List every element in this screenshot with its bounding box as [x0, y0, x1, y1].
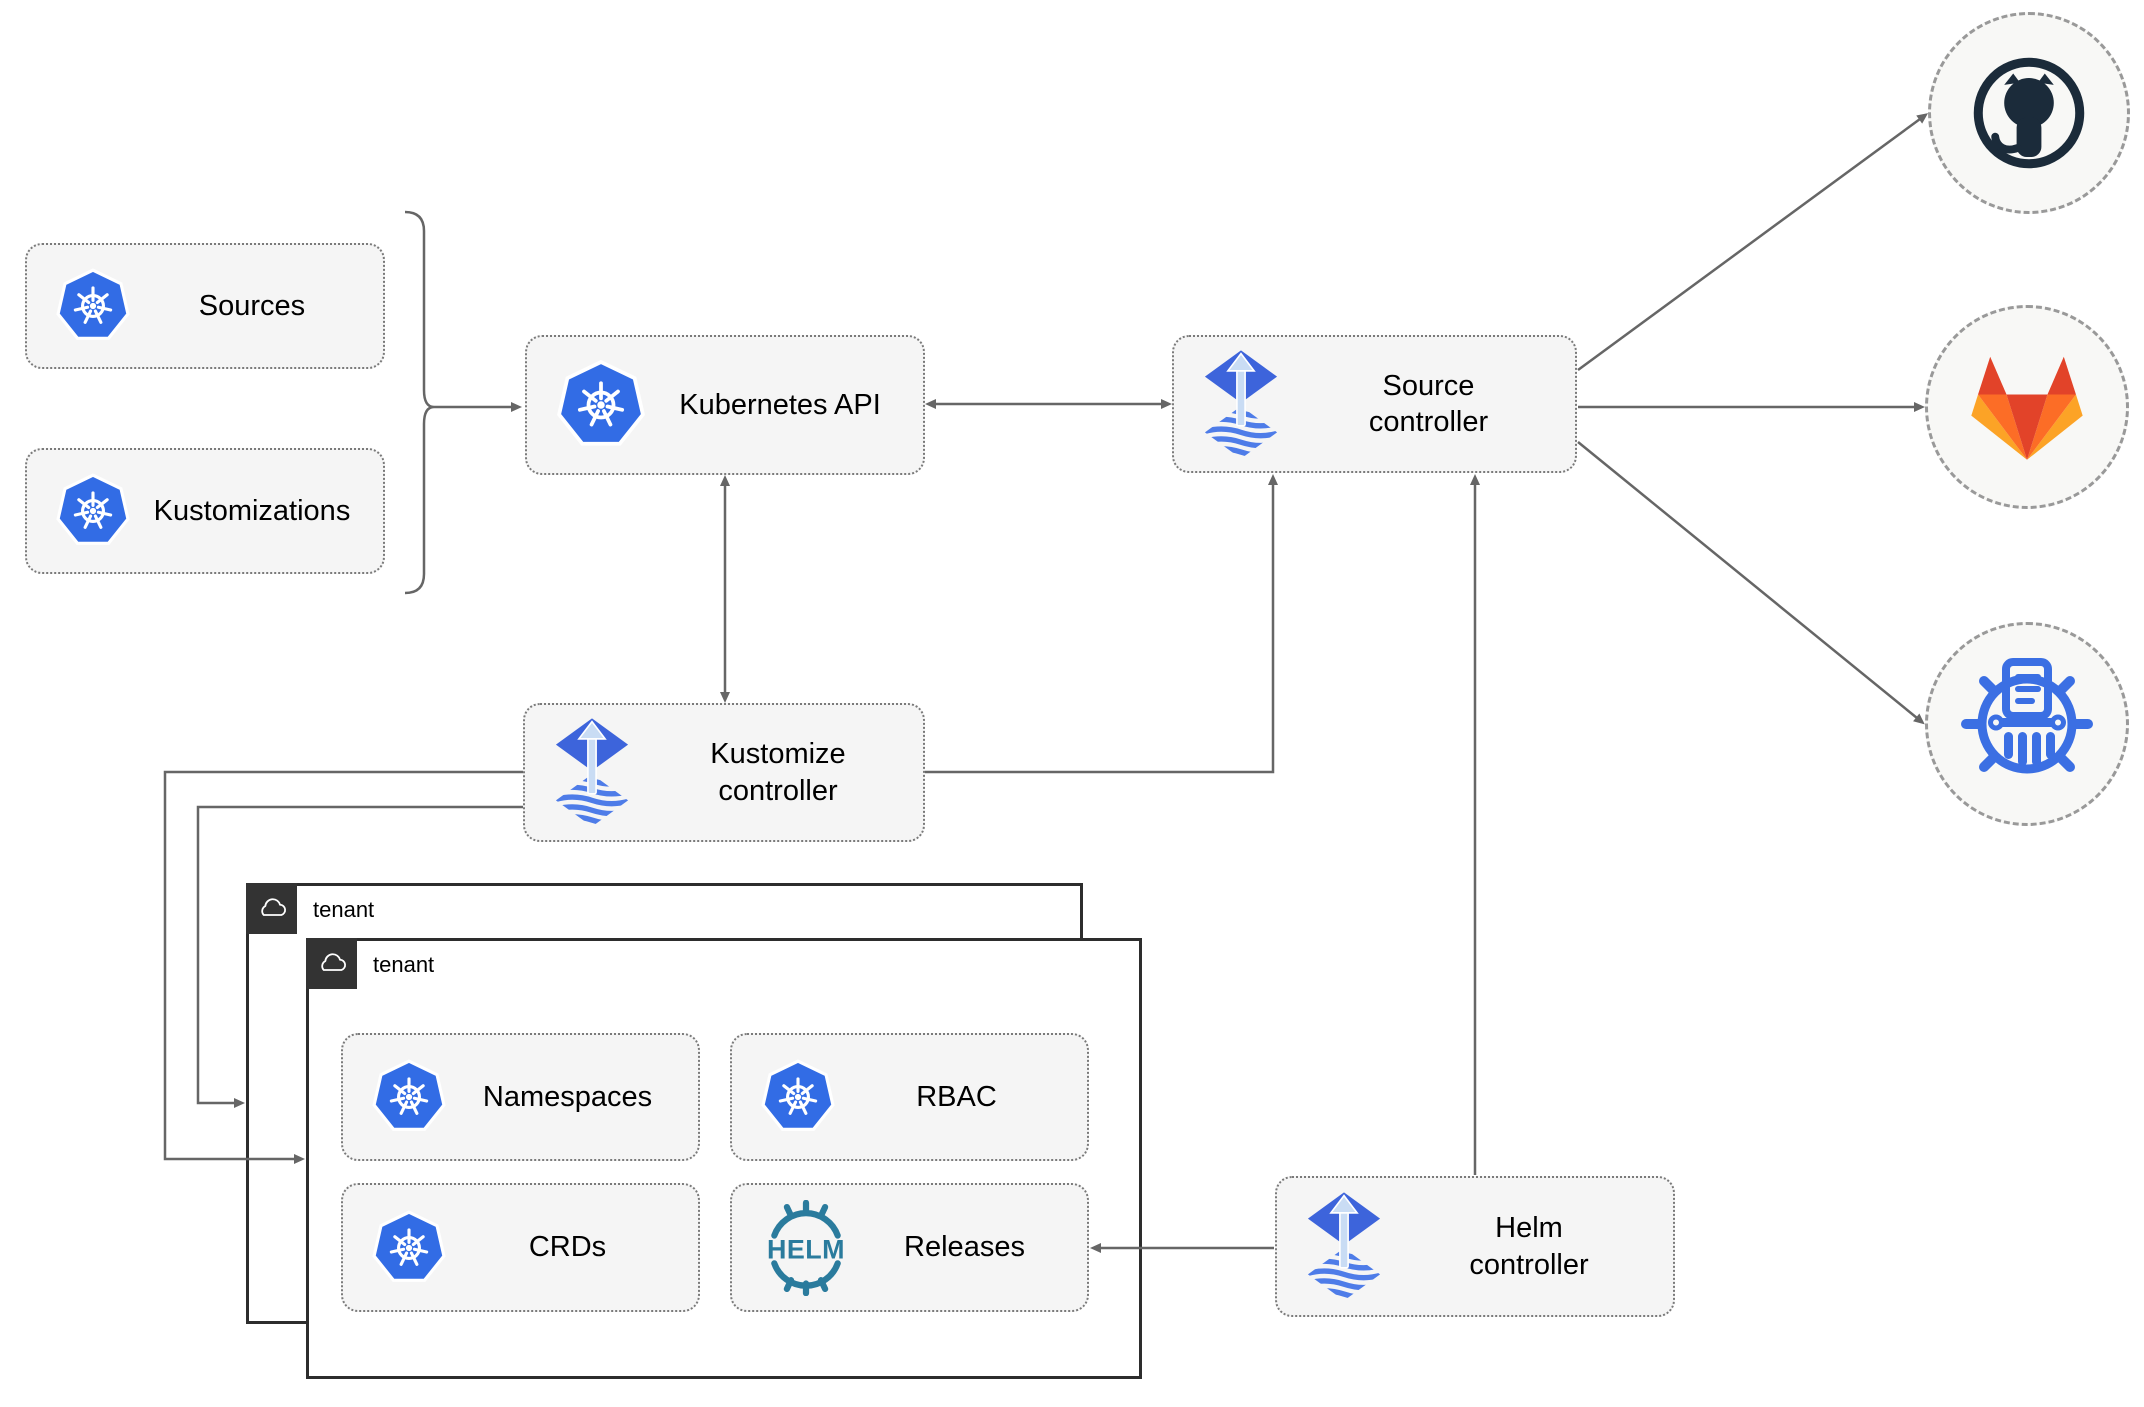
flux-icon: [1303, 1189, 1385, 1304]
github-octocat-icon: [1973, 57, 2085, 169]
releases-node: HELM Releases: [730, 1183, 1089, 1312]
kubernetes-icon: [758, 1057, 838, 1137]
flux-icon: [1200, 347, 1282, 462]
arrow-kustomize-to-source: [925, 474, 1278, 774]
sources-label: Sources: [198, 289, 306, 322]
kustomize-controller-node: Kustomize controller: [523, 703, 925, 842]
rbac-node: RBAC: [730, 1033, 1089, 1161]
github-endpoint: [1928, 12, 2130, 214]
arrow-source-to-github: [1577, 113, 1929, 372]
kubernetes-icon: [53, 471, 133, 551]
kubernetes-icon: [369, 1208, 449, 1288]
kubernetes-icon: [553, 357, 649, 453]
kubernetes-icon: [53, 266, 133, 346]
kustomizations-label: Kustomizations: [153, 494, 351, 527]
cloud-tab: [306, 938, 357, 989]
chartmuseum-endpoint: [1925, 622, 2129, 826]
flux-icon: [551, 715, 633, 830]
bracket-sources-group: [404, 210, 435, 595]
helm-controller-label: Helm controller: [1469, 1212, 1589, 1281]
cloud-icon: [254, 891, 290, 927]
kubernetes-api-label: Kubernetes API: [679, 388, 881, 421]
source-controller-node: Source controller: [1172, 335, 1577, 473]
cloud-icon: [314, 946, 350, 982]
gitlab-endpoint: [1925, 305, 2129, 509]
crds-node: CRDs: [341, 1183, 700, 1312]
releases-label: Releases: [904, 1231, 1025, 1264]
helm-controller-node: Helm controller: [1275, 1176, 1675, 1317]
kustomizations-node: Kustomizations: [25, 448, 385, 574]
namespaces-node: Namespaces: [341, 1033, 700, 1161]
arrow-source-to-chartmuseum: [1577, 441, 1925, 725]
gitlab-tanuki-icon: [1971, 356, 2083, 460]
source-controller-label: Source controller: [1368, 369, 1489, 438]
helm-icon: HELM: [767, 1199, 845, 1296]
chartmuseum-helm-repository-icon: [1961, 658, 2093, 774]
crds-label: CRDs: [528, 1231, 607, 1264]
helm-wordmark: HELM: [767, 1234, 845, 1264]
tenant-label: tenant: [373, 952, 435, 977]
kustomize-controller-label: Kustomize controller: [710, 738, 846, 807]
cloud-tab: [246, 883, 297, 934]
rbac-label: RBAC: [916, 1080, 997, 1113]
kubernetes-icon: [369, 1057, 449, 1137]
sources-node: Sources: [25, 243, 385, 369]
kubernetes-api-node: Kubernetes API: [525, 335, 925, 475]
tenant-label: tenant: [313, 897, 375, 922]
namespaces-label: Namespaces: [482, 1080, 653, 1113]
